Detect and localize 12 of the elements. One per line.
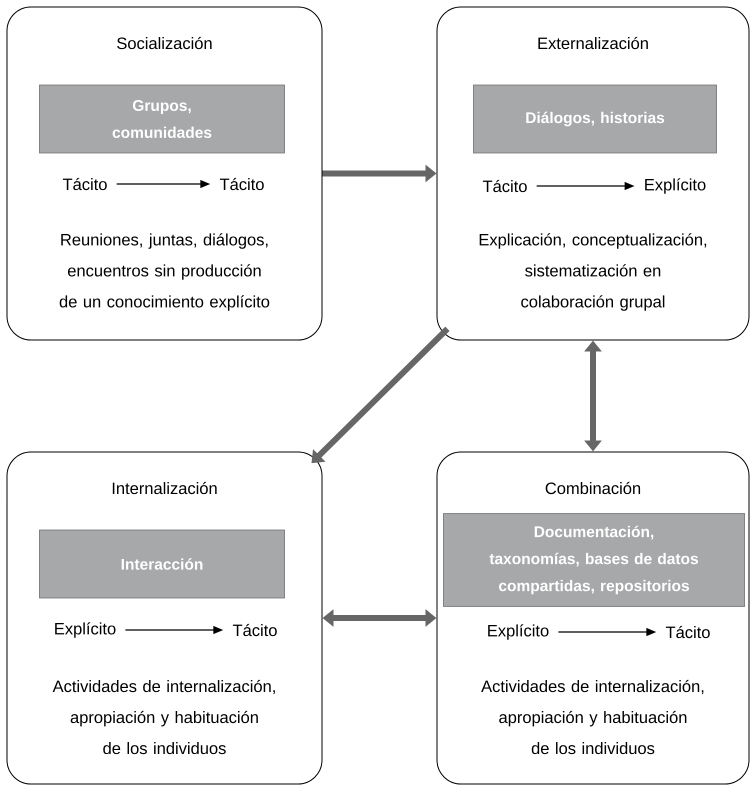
shaded-box: Grupos, comunidades — [39, 84, 285, 154]
shaded-box: Interacción — [39, 530, 285, 598]
term-label: Tácito — [232, 624, 277, 636]
term-label: Tácito — [666, 626, 710, 638]
shaded-box: Documentación, taxonomías, bases de datos compartidas, repositorios — [443, 513, 745, 607]
shaded-box: Diálogos, historias — [473, 84, 717, 154]
term-label: Explícito — [55, 622, 116, 638]
term-label: Tácito — [482, 180, 527, 192]
term-label: Explícito — [645, 178, 706, 194]
term-label: Explícito — [488, 624, 548, 640]
term-label: Tácito — [220, 178, 264, 190]
term-label: Tácito — [62, 178, 107, 190]
